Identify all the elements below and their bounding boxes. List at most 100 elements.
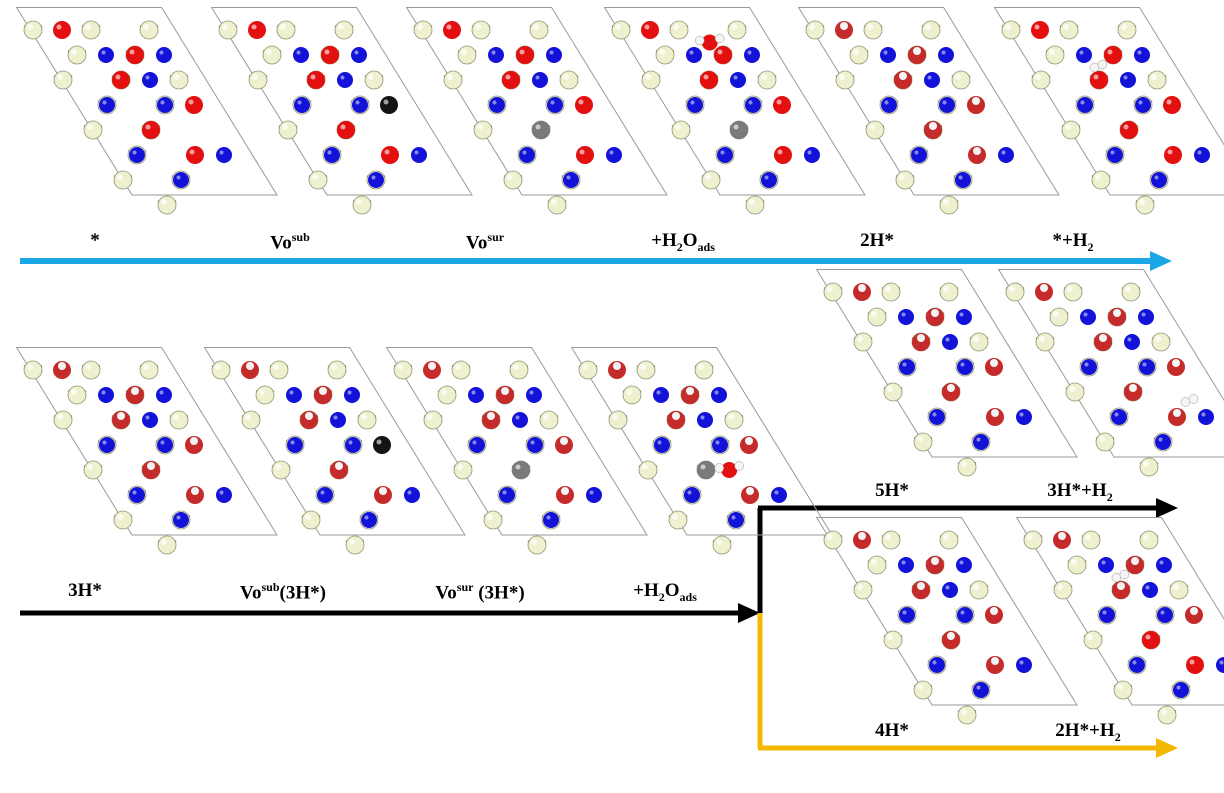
surface-h-atom	[858, 284, 866, 292]
zn-highlight	[1049, 49, 1055, 55]
n-atom	[942, 582, 958, 598]
zn-sphere	[248, 70, 268, 90]
zn-atom	[1139, 457, 1159, 477]
zn-sphere	[655, 45, 675, 65]
label-row2-2: Vosur (3H*)	[435, 580, 525, 604]
surface-h-atom	[972, 97, 980, 105]
zn-highlight	[71, 49, 77, 55]
n-atom	[1120, 72, 1136, 88]
zn-highlight	[1005, 24, 1011, 30]
n-highlight	[945, 585, 950, 590]
lattice-structure	[815, 269, 1078, 477]
zn-atom	[921, 20, 941, 40]
o-atoms	[241, 361, 392, 504]
o-atom	[337, 121, 355, 139]
n-atoms	[686, 47, 820, 188]
n-atom	[1135, 97, 1151, 113]
zn-highlight	[543, 414, 549, 420]
zn-atom	[1151, 332, 1171, 352]
n-atom	[899, 607, 915, 623]
surface-h-atom	[1113, 309, 1121, 317]
zn-sphere	[913, 680, 933, 700]
zn-sphere	[1031, 70, 1051, 90]
o-atom	[1163, 96, 1181, 114]
zn-sphere	[1045, 45, 1065, 65]
zn-atom	[113, 510, 133, 530]
zn-sphere	[1061, 120, 1081, 140]
n-atom	[1016, 657, 1032, 673]
water-h-atom	[734, 461, 744, 471]
o-atoms	[1053, 531, 1204, 674]
n-highlight	[333, 415, 338, 420]
zn-sphere	[547, 195, 567, 215]
zn-sphere	[451, 360, 471, 380]
n-highlight	[492, 100, 497, 105]
n-atom	[547, 97, 563, 113]
zn-highlight	[397, 364, 403, 370]
zn-sphere	[218, 20, 238, 40]
zn-sphere	[473, 120, 493, 140]
zn-highlight	[853, 49, 859, 55]
zn-highlight	[1139, 199, 1145, 205]
n-atom	[156, 47, 172, 63]
n-highlight	[764, 175, 769, 180]
zn-sphere	[113, 510, 133, 530]
n-highlight	[1137, 50, 1142, 55]
n-highlight	[535, 75, 540, 80]
n-highlight	[101, 50, 106, 55]
n-highlight	[700, 415, 705, 420]
zn-sphere	[53, 70, 73, 90]
lattice-structure	[385, 347, 648, 555]
zn-atom	[157, 535, 177, 555]
zn-highlight	[809, 24, 815, 30]
n-atom	[317, 487, 333, 503]
n-highlight	[550, 100, 555, 105]
zn-atom	[559, 70, 579, 90]
zn-atom	[269, 360, 289, 380]
n-highlight	[1197, 150, 1202, 155]
surface-h-atom	[931, 557, 939, 565]
zn-sphere	[423, 410, 443, 430]
zn-sphere	[1095, 432, 1115, 452]
surface-h-atom	[917, 582, 925, 590]
n-atom	[352, 97, 368, 113]
zn-atom	[1169, 580, 1189, 600]
panel-row2-0	[0, 340, 278, 585]
zn-atom	[881, 282, 901, 302]
zn-atom	[443, 70, 463, 90]
lattice-structure	[993, 7, 1224, 215]
surface-h-atom	[913, 47, 921, 55]
n-atoms	[98, 387, 232, 528]
zn-atom	[823, 282, 843, 302]
zn-atom	[655, 45, 675, 65]
n-atom	[1099, 607, 1115, 623]
o-atoms	[853, 283, 1004, 426]
o-atoms	[423, 361, 574, 504]
zn-highlight	[955, 74, 961, 80]
n-atom	[956, 557, 972, 573]
zn-highlight	[252, 74, 258, 80]
n-highlight	[1138, 100, 1143, 105]
zn-sphere	[113, 170, 133, 190]
zn-sphere	[745, 195, 765, 215]
o-highlight	[188, 99, 194, 105]
n-atom	[330, 412, 346, 428]
n-highlight	[176, 515, 181, 520]
surface-h-atom	[991, 409, 999, 417]
zn-highlight	[887, 386, 893, 392]
n-highlight	[1083, 312, 1088, 317]
zn-atom	[913, 680, 933, 700]
surface-h-atom	[1190, 607, 1198, 615]
zn-sphere	[957, 457, 977, 477]
n-highlight	[320, 490, 325, 495]
n-highlight	[720, 150, 725, 155]
zn-atom	[671, 120, 691, 140]
zn-sphere	[701, 170, 721, 190]
zn-sphere	[883, 630, 903, 650]
surface-h-atom	[379, 487, 387, 495]
n-atom	[1134, 47, 1150, 63]
zn-highlight	[973, 584, 979, 590]
surface-h-atom	[246, 362, 254, 370]
n-atoms	[898, 557, 1032, 698]
surface-h-atom	[335, 462, 343, 470]
